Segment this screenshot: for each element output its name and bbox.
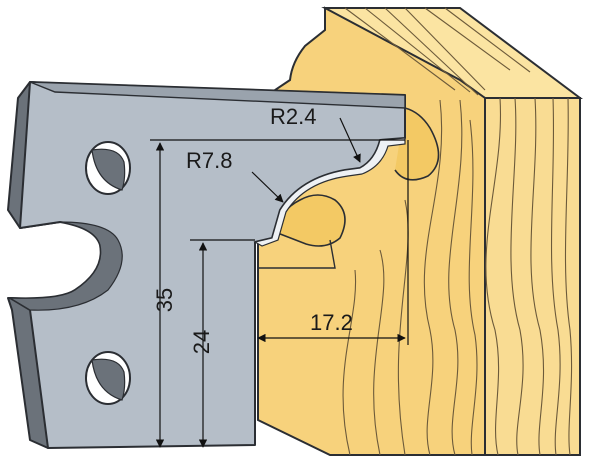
wood-profile-step xyxy=(258,239,336,269)
wood-workpiece xyxy=(257,6,583,456)
r24-leader xyxy=(339,117,361,163)
label-width-depth: 17.2 xyxy=(310,310,353,335)
wood-grain-lines xyxy=(342,7,573,456)
dimension-labels: R2.4 R7.8 35 24 17.2 xyxy=(152,104,353,354)
label-height-total: 35 xyxy=(152,288,177,312)
r78-leader xyxy=(251,171,284,203)
dimension-lines xyxy=(150,117,409,448)
label-radius-mid: R7.8 xyxy=(186,148,232,173)
knife-mounting-holes xyxy=(85,141,131,405)
knife-top-bevel xyxy=(29,81,406,109)
knife-notch-shade xyxy=(9,221,123,311)
label-radius-top: R2.4 xyxy=(270,104,316,129)
profile-knife xyxy=(7,81,406,449)
knife-cutting-bevel xyxy=(253,137,406,247)
label-height-lower: 24 xyxy=(189,330,214,354)
